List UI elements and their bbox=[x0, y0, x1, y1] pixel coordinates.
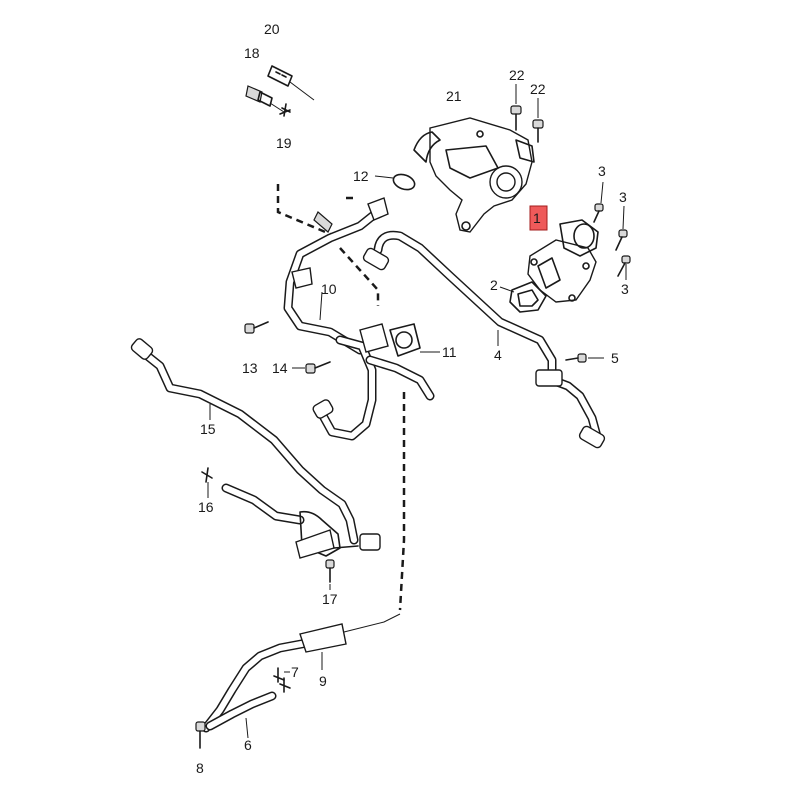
housing-21 bbox=[413, 117, 535, 233]
part-1-highlight bbox=[529, 205, 548, 231]
pipe-15 bbox=[130, 338, 359, 545]
label-12: 12 bbox=[353, 168, 369, 184]
label-14: 14 bbox=[272, 360, 288, 376]
pipe-9 bbox=[201, 623, 347, 733]
label-2: 2 bbox=[490, 277, 498, 293]
bolt-22a bbox=[510, 84, 522, 131]
label-11: 11 bbox=[442, 344, 457, 360]
pipe-lower-16 bbox=[221, 483, 381, 559]
label-22b: 22 bbox=[530, 81, 546, 97]
label-18: 18 bbox=[244, 45, 260, 61]
bolt-13 bbox=[244, 321, 269, 334]
label-21: 21 bbox=[446, 88, 462, 104]
label-7: 7 bbox=[291, 664, 299, 680]
bolt-22b bbox=[532, 98, 544, 143]
label-8: 8 bbox=[196, 760, 204, 776]
pipe-6 bbox=[205, 691, 277, 739]
label-1: 1 bbox=[533, 210, 541, 226]
pipe-4 bbox=[362, 230, 606, 449]
pipe-10 bbox=[312, 291, 435, 441]
label-19: 19 bbox=[276, 135, 292, 151]
label-6: 6 bbox=[244, 737, 252, 753]
label-20: 20 bbox=[264, 21, 280, 37]
dashed-guide-upper bbox=[276, 184, 380, 306]
sensor-20 bbox=[267, 65, 315, 101]
label-3a: 3 bbox=[598, 163, 606, 179]
seal-19 bbox=[279, 103, 291, 117]
pipe-upper-12 bbox=[283, 197, 389, 355]
seal-7 bbox=[273, 667, 291, 693]
label-3c: 3 bbox=[621, 281, 629, 297]
oring-12 bbox=[374, 173, 416, 191]
label-9: 9 bbox=[319, 673, 327, 689]
bolt-17 bbox=[325, 559, 335, 590]
part-labels: 1 2 3 3 3 4 5 6 7 8 9 10 11 12 13 14 15 … bbox=[196, 21, 629, 776]
label-13: 13 bbox=[242, 360, 258, 376]
label-22a: 22 bbox=[509, 67, 525, 83]
dashed-guide-lower bbox=[398, 392, 406, 611]
sensor-18 bbox=[245, 85, 285, 113]
label-17: 17 bbox=[322, 591, 338, 607]
seal-16 bbox=[201, 467, 213, 498]
bolt-5 bbox=[565, 353, 604, 363]
bolts-3 bbox=[593, 181, 631, 280]
label-4: 4 bbox=[494, 347, 502, 363]
label-10: 10 bbox=[321, 281, 337, 297]
label-5: 5 bbox=[611, 350, 619, 366]
bolt-8 bbox=[195, 721, 206, 749]
label-15: 15 bbox=[200, 421, 216, 437]
bolt-14 bbox=[292, 361, 331, 374]
flange-11 bbox=[389, 323, 440, 357]
label-16: 16 bbox=[198, 499, 214, 515]
label-3b: 3 bbox=[619, 189, 627, 205]
thermostat-housing-1 bbox=[527, 219, 599, 303]
gasket-2 bbox=[499, 281, 547, 313]
